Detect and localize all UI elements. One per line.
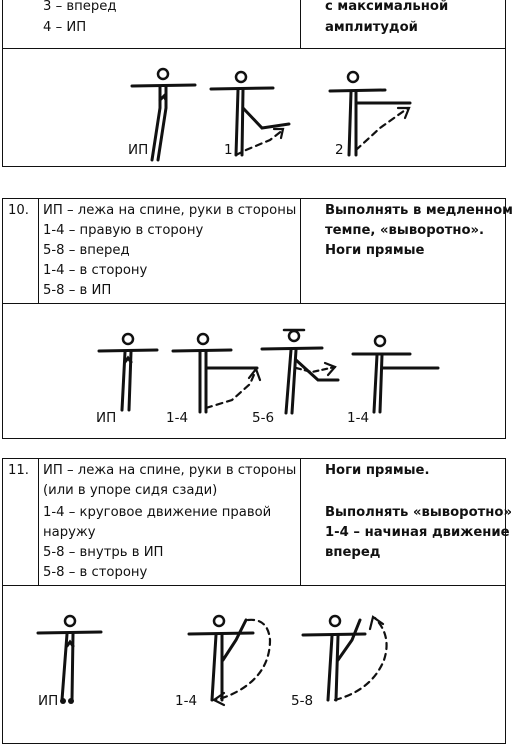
ex10-desc-line-3: 5-8 – вперед xyxy=(43,243,130,258)
figure-label: 1-4 xyxy=(166,410,188,426)
ex10-note-line-2: темпе, «выворотно». xyxy=(325,223,485,238)
column-divider xyxy=(300,458,301,586)
prev-desc-line-1: 3 – вперед xyxy=(43,0,117,14)
exercise-prev-table xyxy=(2,0,506,167)
ex11-note-line-3: Выполнять «выворотно» xyxy=(325,505,512,520)
ex11-desc-line-3: 1-4 – круговое движение правой xyxy=(43,505,272,520)
prev-desc-line-2: 4 – ИП xyxy=(43,20,87,35)
ex11-desc-line-5: 5-8 – внутрь в ИП xyxy=(43,545,164,560)
ex11-note-line-5: вперед xyxy=(325,545,381,560)
ex10-desc-line-5: 5-8 – в ИП xyxy=(43,283,112,298)
figure-label: ИП xyxy=(96,410,116,426)
ex11-note-line-4: 1-4 – начиная движение xyxy=(325,525,510,540)
row-divider xyxy=(2,585,506,586)
ex11-note-line-1: Ноги прямые. xyxy=(325,463,430,478)
stick-figure-step-1-4 xyxy=(171,332,262,414)
stick-figure-step-2 xyxy=(328,70,412,157)
stick-figure-start-position xyxy=(130,67,197,162)
column-divider xyxy=(300,0,301,49)
figure-label: ИП xyxy=(38,693,58,709)
prev-note-line-1: с максимальной xyxy=(325,0,449,14)
ex10-note-line-3: Ноги прямые xyxy=(325,243,425,258)
stick-figure-start-position xyxy=(97,332,159,412)
stick-figure-step-1-4 xyxy=(187,614,272,707)
figure-label: 1-4 xyxy=(347,410,369,426)
stick-figure-step-5-6 xyxy=(260,328,340,415)
figure-label: 5-6 xyxy=(252,410,274,426)
prev-note-line-2: амплитудой xyxy=(325,20,418,35)
ex11-desc-line-4: наружу xyxy=(43,525,96,540)
exercise-number: 10. xyxy=(8,203,29,218)
ex11-desc-line-1: ИП – лежа на спине, руки в стороны xyxy=(43,463,297,478)
figure-label: 5-8 xyxy=(291,693,313,709)
stick-figure-step-5-8 xyxy=(301,614,388,702)
row-divider xyxy=(2,303,506,304)
column-divider xyxy=(300,198,301,304)
ex11-desc-line-6: 5-8 – в сторону xyxy=(43,565,148,580)
figure-label: 1-4 xyxy=(175,693,197,709)
figure-label: 2 xyxy=(335,142,344,158)
ex11-desc-line-2: (или в упоре сидя сзади) xyxy=(43,483,218,498)
figure-label: 1 xyxy=(224,142,233,158)
stick-figure-step-1 xyxy=(209,70,291,157)
exercise-number: 11. xyxy=(8,463,29,478)
stick-figure-step-1-4-repeat xyxy=(351,334,440,414)
row-divider xyxy=(2,48,506,49)
figure-label: ИП xyxy=(128,142,148,158)
stick-figure-start-position xyxy=(36,614,103,704)
ex10-desc-line-2: 1-4 – правую в сторону xyxy=(43,223,204,238)
ex10-desc-line-1: ИП – лежа на спине, руки в стороны xyxy=(43,203,297,218)
number-column-divider xyxy=(38,198,39,304)
prev-figures-illustration: ИП 1 2 xyxy=(128,67,412,162)
exercise-10-table xyxy=(2,198,506,439)
ex10-desc-line-4: 1-4 – в сторону xyxy=(43,263,148,278)
exercise-11-table xyxy=(2,458,506,744)
ex10-note-line-1: Выполнять в медленном xyxy=(325,203,513,218)
number-column-divider xyxy=(38,458,39,586)
